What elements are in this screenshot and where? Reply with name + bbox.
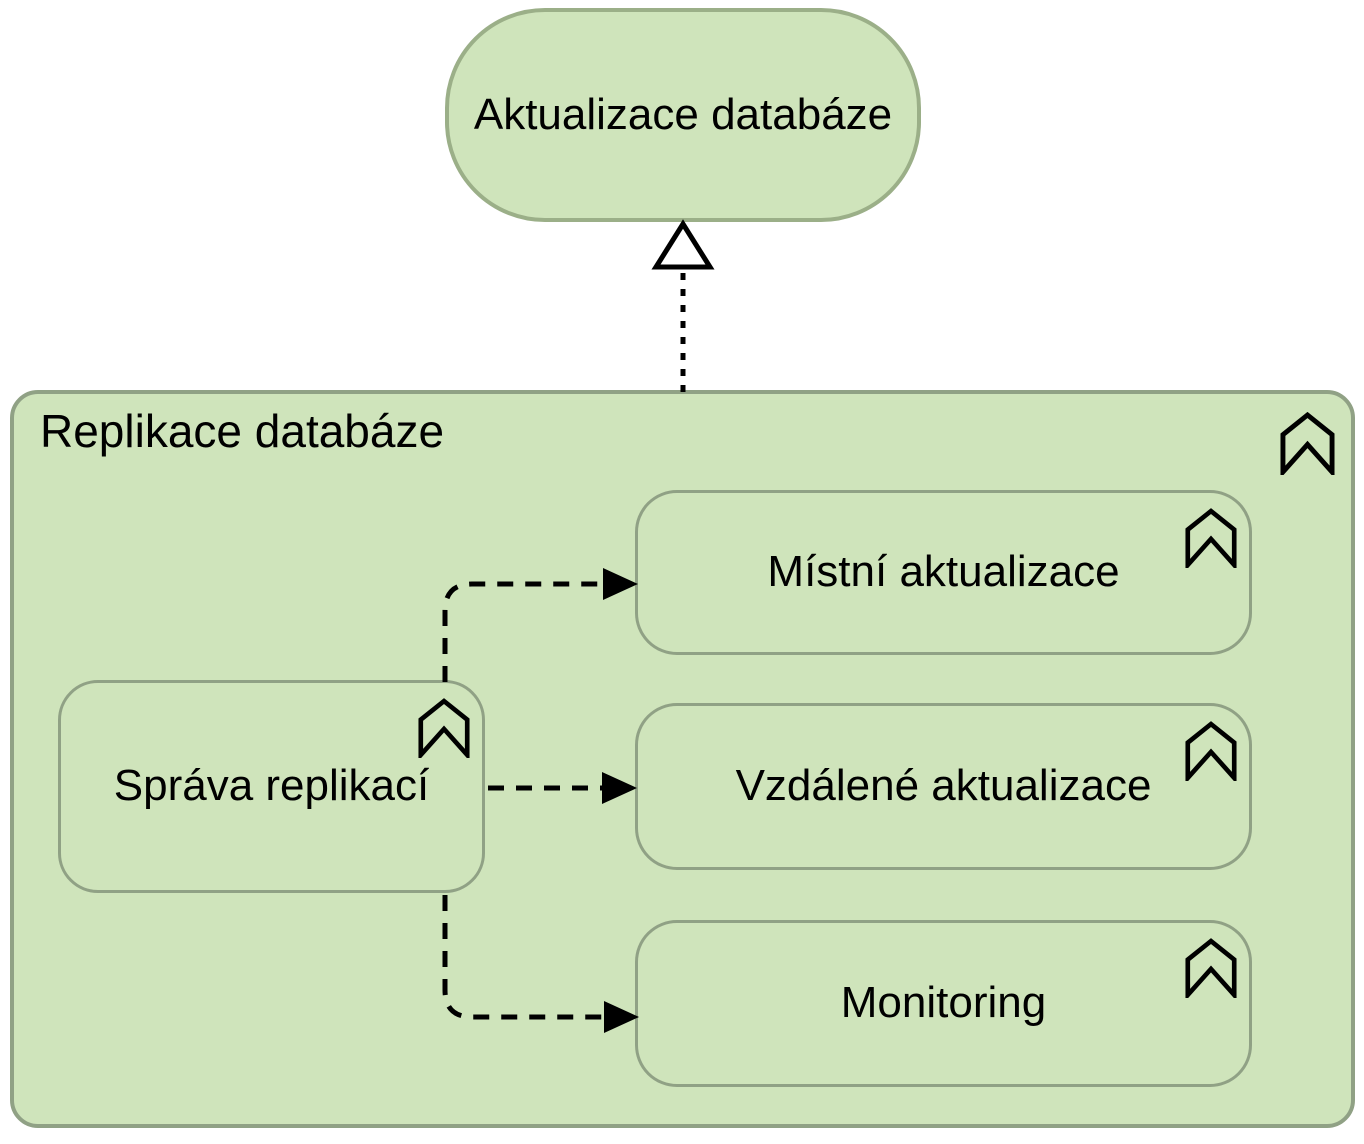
process-chevron-icon (1185, 721, 1237, 781)
node-label: Monitoring (840, 978, 1047, 1028)
node-aktualizace-databaze[interactable]: Aktualizace databáze (445, 8, 921, 222)
node-label: Správa replikací (113, 761, 430, 811)
node-mistni-aktualizace[interactable]: Místní aktualizace (635, 490, 1252, 655)
node-label: Aktualizace databáze (473, 89, 893, 139)
group-label: Replikace databáze (40, 405, 445, 457)
node-sprava-replikaci[interactable]: Správa replikací (58, 680, 485, 893)
process-chevron-icon (1185, 508, 1237, 568)
hollow-triangle-arrowhead (651, 219, 715, 270)
node-label: Místní aktualizace (767, 547, 1120, 597)
realization-connector[interactable] (651, 219, 715, 392)
node-monitoring[interactable]: Monitoring (635, 920, 1252, 1087)
node-vzdalene-aktualizace[interactable]: Vzdálené aktualizace (635, 703, 1252, 870)
process-chevron-icon (418, 698, 470, 758)
process-chevron-icon (1280, 412, 1335, 475)
node-label: Vzdálené aktualizace (735, 761, 1152, 811)
process-chevron-icon (1185, 938, 1237, 998)
